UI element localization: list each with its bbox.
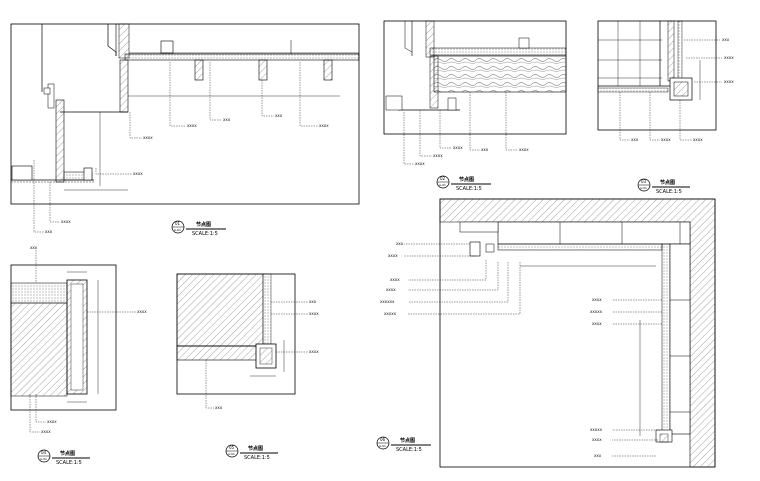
- detail-01-title-text: 节点图: [196, 221, 211, 228]
- svg-text:XXXXX: XXXXX: [384, 312, 397, 316]
- svg-text:XXXX: XXXX: [693, 138, 703, 142]
- detail-01-sheet-ref: A-01: [174, 228, 181, 232]
- detail-01-drawing: XXXX XXXX XXX XXX XXXX XXXX XXXX XXX: [10, 23, 360, 234]
- svg-text:XXX: XXX: [631, 138, 639, 142]
- svg-text:XXXX: XXXX: [187, 124, 197, 128]
- detail-06-sheet-ref: A-01: [379, 444, 386, 448]
- svg-text:XXXX: XXXX: [61, 220, 71, 224]
- detail-01-scale: SCALE:1:5: [192, 231, 218, 237]
- detail-06-title-text: 节点图: [400, 437, 415, 444]
- svg-text:XXXX: XXXX: [453, 146, 463, 150]
- svg-text:XXXXXX: XXXXXX: [380, 300, 395, 304]
- svg-text:XXX: XXX: [223, 118, 231, 122]
- detail-06-title: 06 A-01 节点图 SCALE:1:5: [376, 436, 431, 453]
- detail-02-drawing: XXX XXXX XXXX XXXX XXXX: [383, 20, 567, 166]
- detail-03-number: 03: [641, 179, 647, 184]
- detail-05-title-text: 节点图: [248, 445, 263, 452]
- detail-06-number: 06: [380, 437, 386, 442]
- detail-02-scale: SCALE:1:5: [456, 186, 482, 192]
- svg-text:XXX: XXX: [594, 454, 602, 458]
- svg-text:XXX: XXX: [30, 246, 38, 250]
- detail-02-sheet-ref: A-01: [439, 183, 446, 187]
- svg-text:XXX: XXX: [481, 148, 489, 152]
- detail-02-number: 02: [440, 176, 446, 181]
- detail-02-title: 02 A-01 节点图 SCALE:1:5: [436, 175, 491, 192]
- detail-03-scale: SCALE:1:5: [656, 189, 682, 195]
- detail-05-number: 05: [229, 445, 235, 450]
- svg-text:XXX: XXX: [309, 300, 317, 304]
- detail-03-title: 03 A-01 节点图 SCALE:1:5: [637, 178, 690, 195]
- svg-text:XXXXX: XXXXX: [590, 428, 603, 432]
- svg-text:XXX: XXX: [45, 230, 53, 234]
- svg-text:XXX: XXX: [215, 406, 223, 410]
- detail-06-drawing: XXX XXXX XXXX XXXX XXXXXX XXXXX XXXX XXX…: [380, 198, 716, 468]
- detail-04-title: 04 A-01 节点图 SCALE:1:5: [37, 449, 90, 466]
- svg-text:XXXX: XXXX: [724, 80, 734, 84]
- svg-text:XXXX: XXXX: [592, 322, 602, 326]
- svg-text:XXXX: XXXX: [47, 420, 57, 424]
- detail-03-title-text: 节点图: [660, 179, 675, 186]
- svg-text:XXXX: XXXX: [319, 124, 329, 128]
- detail-04-scale: SCALE:1:5: [56, 460, 82, 466]
- svg-text:XXXX: XXXX: [137, 310, 147, 314]
- svg-text:XXX: XXX: [722, 38, 730, 42]
- svg-text:XXX: XXX: [275, 114, 283, 118]
- detail-01-title: 01 A-01 节点图 SCALE:1:5: [171, 220, 226, 237]
- svg-text:XXXX: XXXX: [309, 350, 319, 354]
- detail-04-sheet-ref: A-01: [40, 457, 47, 461]
- svg-text:XXXX: XXXX: [661, 138, 671, 142]
- detail-01-number: 01: [175, 221, 181, 226]
- detail-04-number: 04: [41, 450, 47, 455]
- svg-text:XXXX: XXXX: [724, 56, 734, 60]
- svg-text:XXXX: XXXX: [143, 136, 153, 140]
- svg-text:XXXX: XXXX: [415, 162, 425, 166]
- detail-04-drawing: XXXX XXX XXXX XXXX: [10, 246, 147, 434]
- detail-04-title-text: 节点图: [60, 450, 75, 457]
- detail-03-sheet-ref: A-01: [640, 186, 647, 190]
- svg-text:XXXX: XXXX: [41, 430, 51, 434]
- detail-05-drawing: XXX XXXX XXXX XXX: [176, 273, 319, 410]
- detail-06-scale: SCALE:1:5: [396, 447, 422, 453]
- svg-text:XXXX: XXXX: [390, 278, 400, 282]
- svg-text:XXXXX: XXXXX: [590, 310, 603, 314]
- detail-05-scale: SCALE:1:5: [244, 455, 270, 461]
- detail-05-title: 05 A-01 节点图 SCALE:1:5: [225, 444, 278, 461]
- svg-text:XXXX: XXXX: [133, 172, 143, 176]
- detail-03-drawing: XXX XXXX XXXX XXX XXXX XXXX: [597, 20, 734, 142]
- svg-text:XXXX: XXXX: [309, 312, 319, 316]
- svg-text:XXXX: XXXX: [592, 438, 602, 442]
- svg-text:XXXX: XXXX: [519, 148, 529, 152]
- svg-text:XXX: XXX: [396, 242, 404, 246]
- detail-02-title-text: 节点图: [459, 176, 474, 183]
- svg-text:XXXX: XXXX: [388, 254, 398, 258]
- svg-text:XXXX: XXXX: [386, 288, 396, 292]
- svg-text:XXXX: XXXX: [433, 154, 443, 158]
- svg-text:XXXX: XXXX: [592, 298, 602, 302]
- detail-05-sheet-ref: A-01: [228, 452, 235, 456]
